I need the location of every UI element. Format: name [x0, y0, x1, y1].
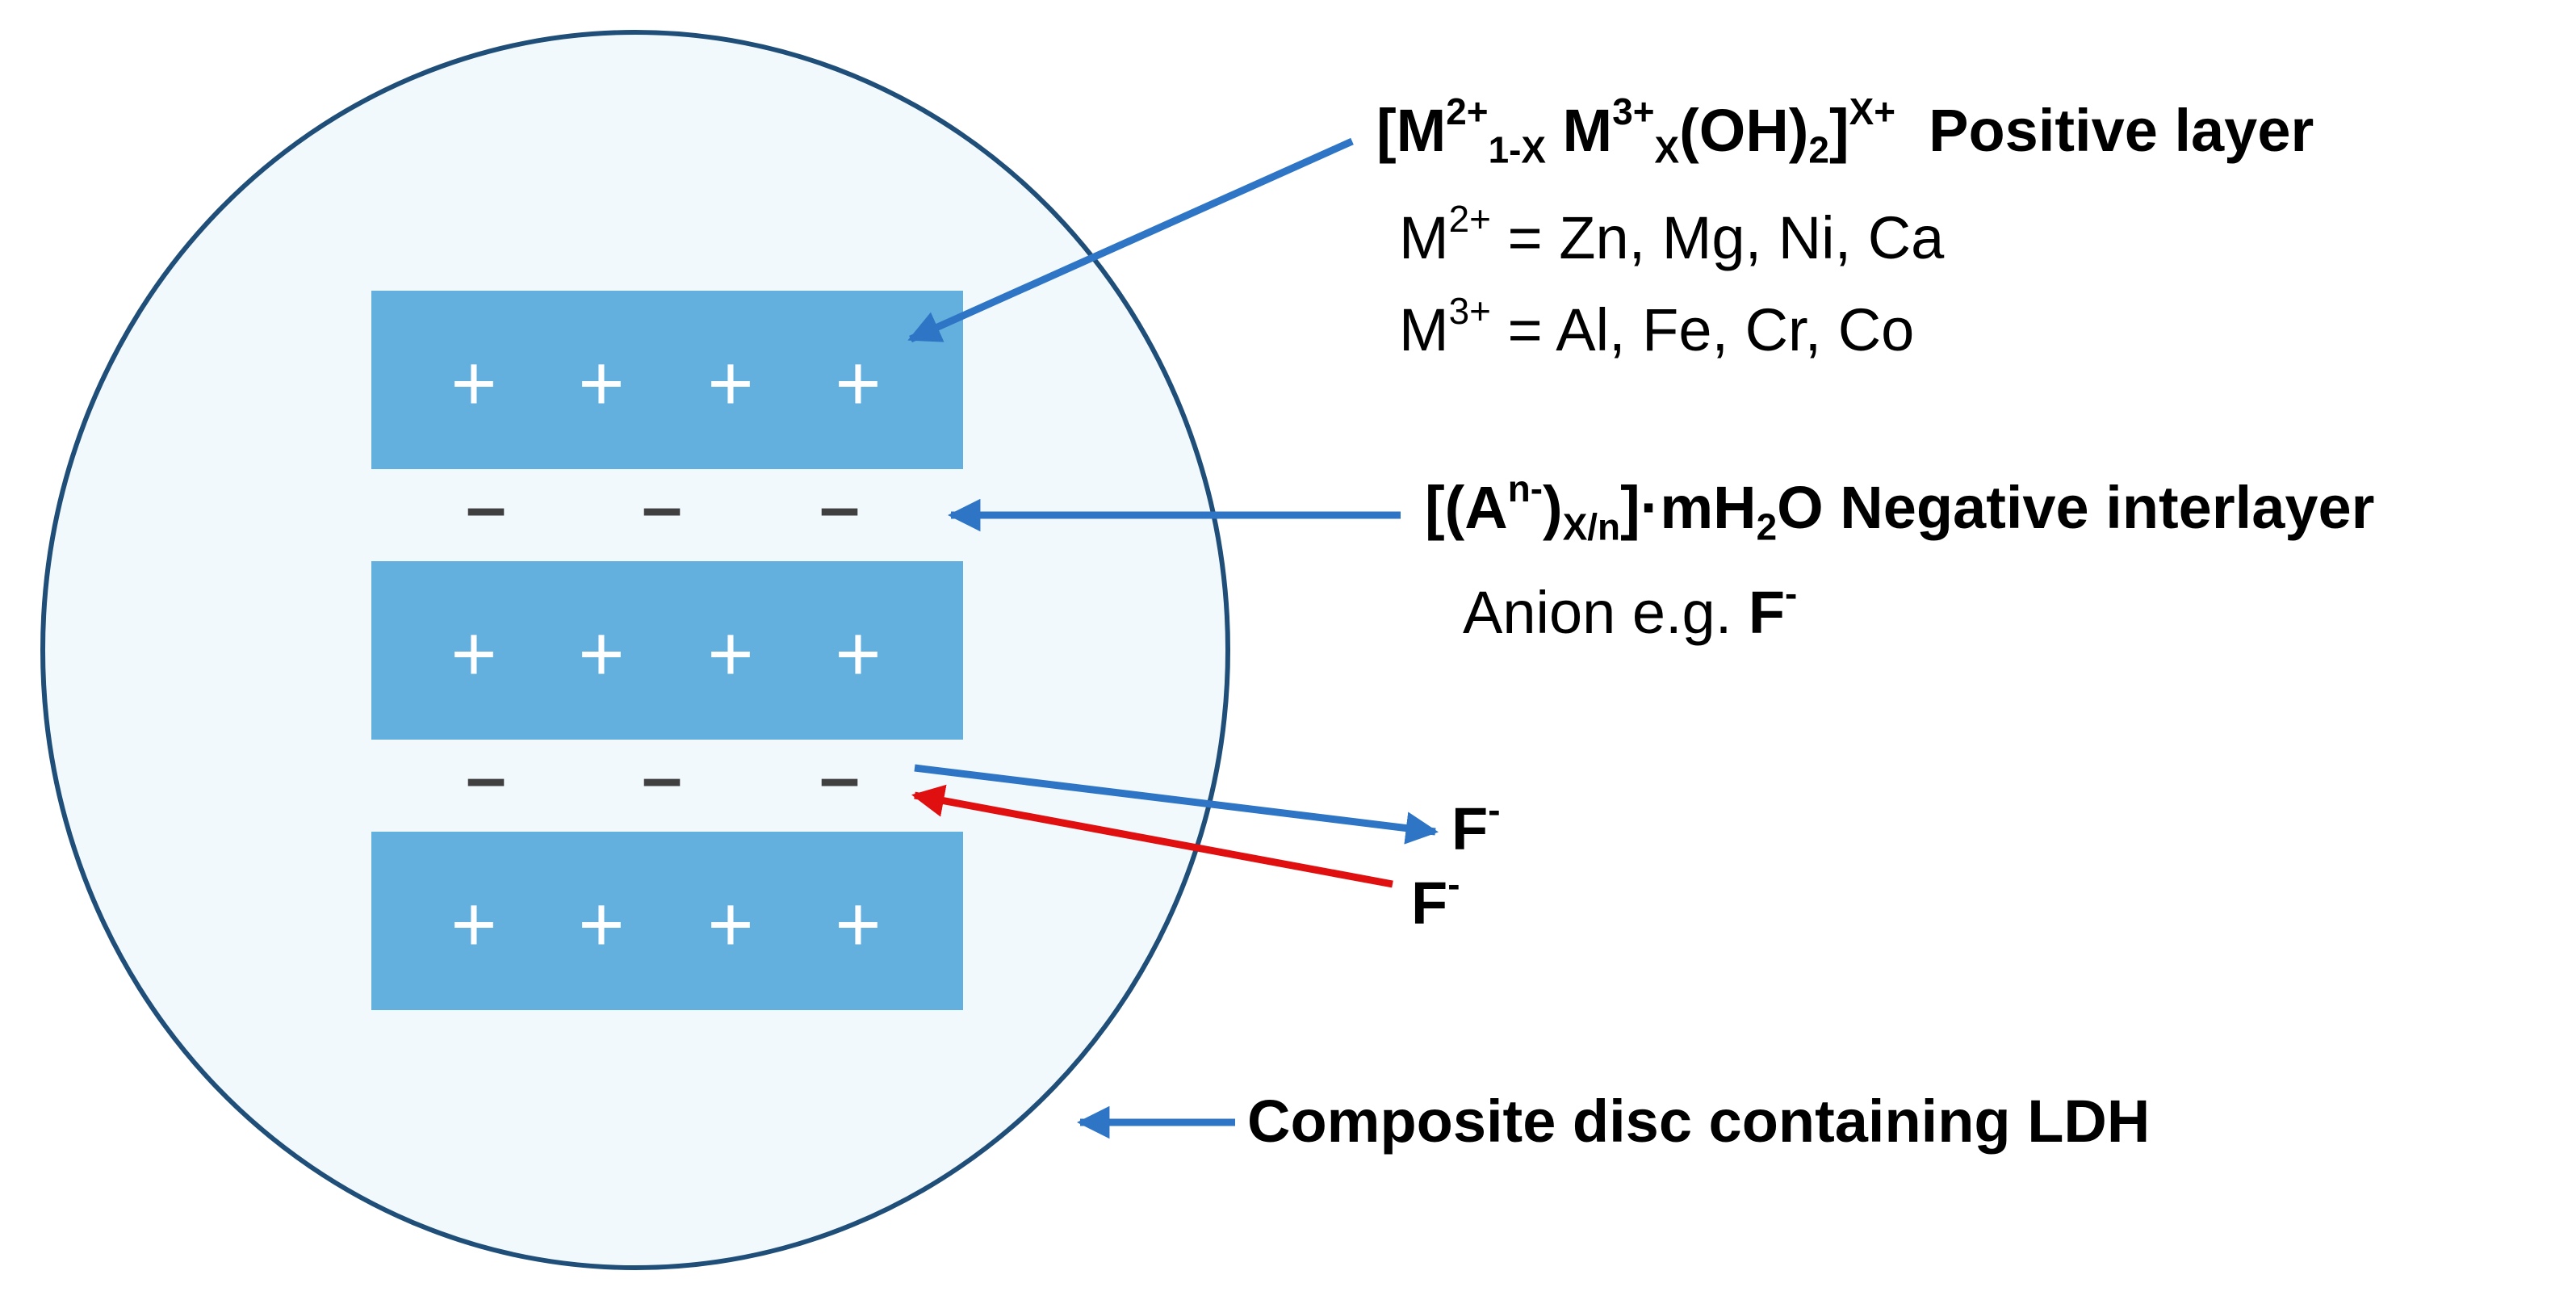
plus-charge: +	[707, 338, 753, 427]
positive-layer-title: Positive layer	[1929, 97, 2314, 164]
positive-layer-3	[371, 832, 963, 1010]
positive-layer-1	[371, 291, 963, 469]
plus-charge: +	[707, 609, 753, 698]
plus-charge: +	[835, 879, 881, 968]
arrow-positive-layer	[907, 137, 1354, 343]
m3-metals-line: M3+ = Al, Fe, Cr, Co	[1399, 289, 1915, 363]
minus-charge: –	[819, 467, 860, 547]
negative-interlayer-formula: [(An-)X/n]·mH2O Negative interlayer	[1425, 467, 2375, 548]
positive-layer-2	[371, 561, 963, 740]
arrows	[907, 137, 1439, 1139]
composite-disc-label: Composite disc containing LDH	[1247, 1088, 2151, 1155]
positive-layer-formula: [M2+1-X M3+X(OH)2]X+ Positive layer	[1376, 90, 2314, 171]
plus-charge: +	[450, 609, 496, 698]
fluoride-out-label: F-	[1451, 788, 1501, 862]
m2-metals-line: M2+ = Zn, Mg, Ni, Ca	[1399, 197, 1945, 271]
plus-charge: +	[578, 609, 624, 698]
minus-charge: –	[819, 737, 860, 818]
plus-charge: +	[450, 338, 496, 427]
plus-charge: +	[707, 879, 753, 968]
minus-charge: –	[642, 467, 682, 547]
plus-charge: +	[578, 879, 624, 968]
negative-interlayer-title: Negative interlayer	[1840, 474, 2375, 541]
fluoride-in-label: F-	[1411, 862, 1460, 937]
minus-charge: –	[466, 467, 506, 547]
layer-charges: + + + + + + + + + + + + – – – – – –	[450, 338, 881, 968]
plus-charge: +	[578, 338, 624, 427]
anion-example-line: Anion e.g. F-	[1463, 572, 1798, 646]
minus-charge: –	[466, 737, 506, 818]
minus-charge: –	[642, 737, 682, 818]
plus-charge: +	[450, 879, 496, 968]
plus-charge: +	[835, 609, 881, 698]
arrow-fluoride-out	[914, 764, 1439, 845]
arrow-fluoride-in	[911, 784, 1393, 888]
ldh-layers	[371, 291, 963, 1010]
plus-charge: +	[835, 338, 881, 427]
